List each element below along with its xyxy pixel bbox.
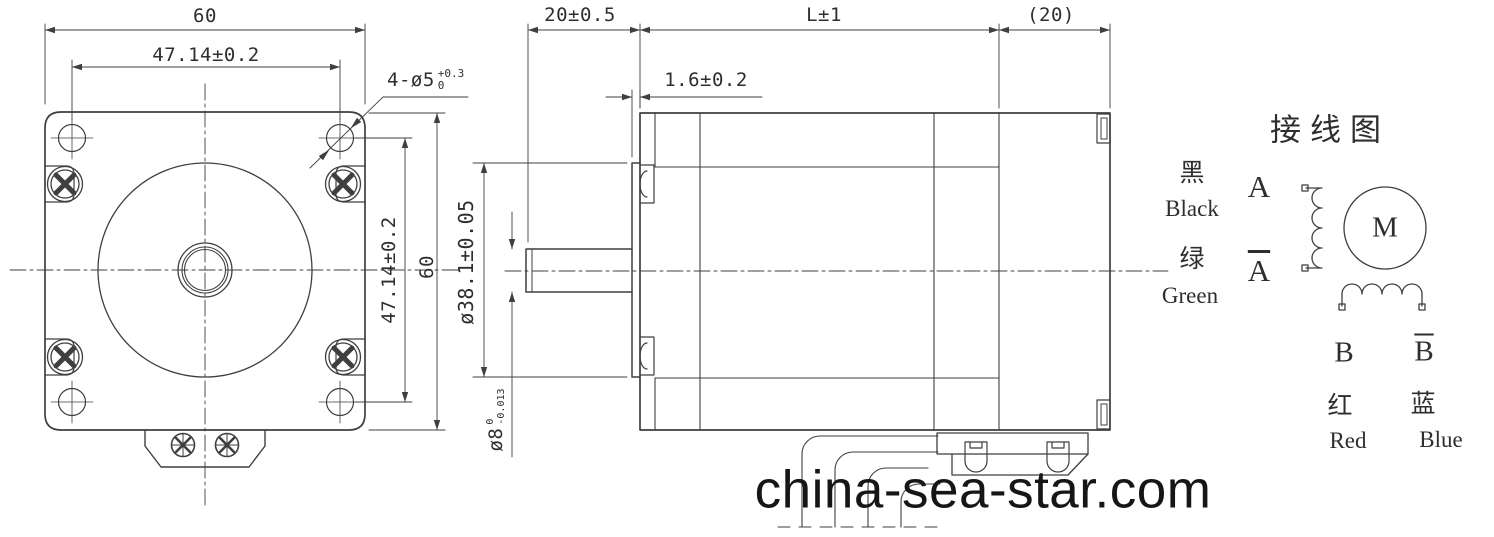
hole-callout-tolerance: +0.3 0 bbox=[438, 68, 465, 92]
front-view-centerlines bbox=[9, 83, 461, 507]
shaft-diameter-upper-tol: 0 bbox=[485, 418, 496, 425]
shaft-diameter-base: ø8 bbox=[485, 427, 507, 452]
shaft-length-dim: 20±0.5 bbox=[544, 4, 616, 26]
site-watermark: china-sea-star.com bbox=[754, 460, 1212, 520]
lead-a-color-en: Black bbox=[1165, 196, 1219, 221]
phase-a-label: A bbox=[1247, 169, 1271, 204]
hole-callout-upper-tol: +0.3 bbox=[437, 67, 465, 80]
front-hole-spacing-dim: 47.14±0.2 bbox=[152, 44, 260, 66]
shaft-diameter-lower-tol: -0.013 bbox=[496, 388, 507, 425]
side-view-dimension-arrows bbox=[480, 26, 1110, 377]
shaft-diameter-dim: ø8 0 -0.013 bbox=[485, 388, 507, 451]
front-view-mounting-holes bbox=[50, 116, 362, 424]
side-view-shaft bbox=[525, 248, 633, 293]
lead-a-bar-color-en: Green bbox=[1161, 283, 1219, 308]
side-view-pilot-boss bbox=[631, 162, 641, 378]
hole-callout-lower-tol: 0 bbox=[437, 79, 445, 92]
side-view-dimension-lines bbox=[472, 23, 1111, 458]
side-view-rear-clips bbox=[1096, 113, 1111, 430]
lead-b-color-cn: 红 bbox=[1327, 393, 1353, 420]
hole-callout-base: 4-ø5 bbox=[387, 69, 435, 91]
front-height-dim: 60 bbox=[416, 255, 438, 279]
lead-b-color-en: Red bbox=[1329, 428, 1367, 453]
body-length-dim: L±1 bbox=[806, 4, 842, 26]
pilot-thickness-dim: 1.6±0.2 bbox=[664, 69, 748, 91]
rear-length-dim: (20) bbox=[1027, 4, 1075, 26]
lead-b-bar-color-en: Blue bbox=[1419, 427, 1463, 452]
side-view-terminal-block bbox=[936, 432, 1089, 476]
wiring-phase-a-coil bbox=[1301, 184, 1323, 272]
lead-b-bar-color-cn: 蓝 bbox=[1410, 391, 1436, 418]
wiring-phase-b-coil bbox=[1338, 283, 1426, 311]
front-view-corner-screws bbox=[46, 165, 362, 376]
phase-a-bar-label: A bbox=[1248, 253, 1270, 289]
phase-a-bar-text: A bbox=[1247, 253, 1271, 288]
side-view-lead-wires bbox=[777, 435, 943, 528]
side-view-body bbox=[639, 112, 1111, 431]
lead-a-bar-color-cn: 绿 bbox=[1179, 246, 1205, 273]
hole-callout: 4-ø5 +0.3 0 bbox=[387, 68, 464, 92]
phase-b-bar-text: B bbox=[1414, 335, 1434, 368]
motor-symbol-label: M bbox=[1372, 211, 1398, 244]
front-hole-spacing-dim-vertical: 47.14±0.2 bbox=[378, 216, 400, 324]
phase-b-label: B bbox=[1334, 336, 1354, 369]
wiring-diagram-title: 接线图 bbox=[1270, 112, 1390, 148]
front-view-dimension-lines bbox=[44, 23, 469, 431]
lead-a-color-cn: 黑 bbox=[1179, 160, 1205, 187]
wiring-motor-circle bbox=[1343, 186, 1427, 270]
pilot-diameter-dim: ø38.1±0.05 bbox=[454, 199, 478, 325]
shaft-diameter-tolerance: 0 -0.013 bbox=[485, 388, 507, 424]
front-view-dimension-arrows bbox=[45, 26, 441, 430]
phase-b-bar-label: B bbox=[1414, 336, 1433, 369]
side-view-front-screw-heads bbox=[639, 164, 655, 376]
front-width-dim: 60 bbox=[193, 5, 217, 27]
